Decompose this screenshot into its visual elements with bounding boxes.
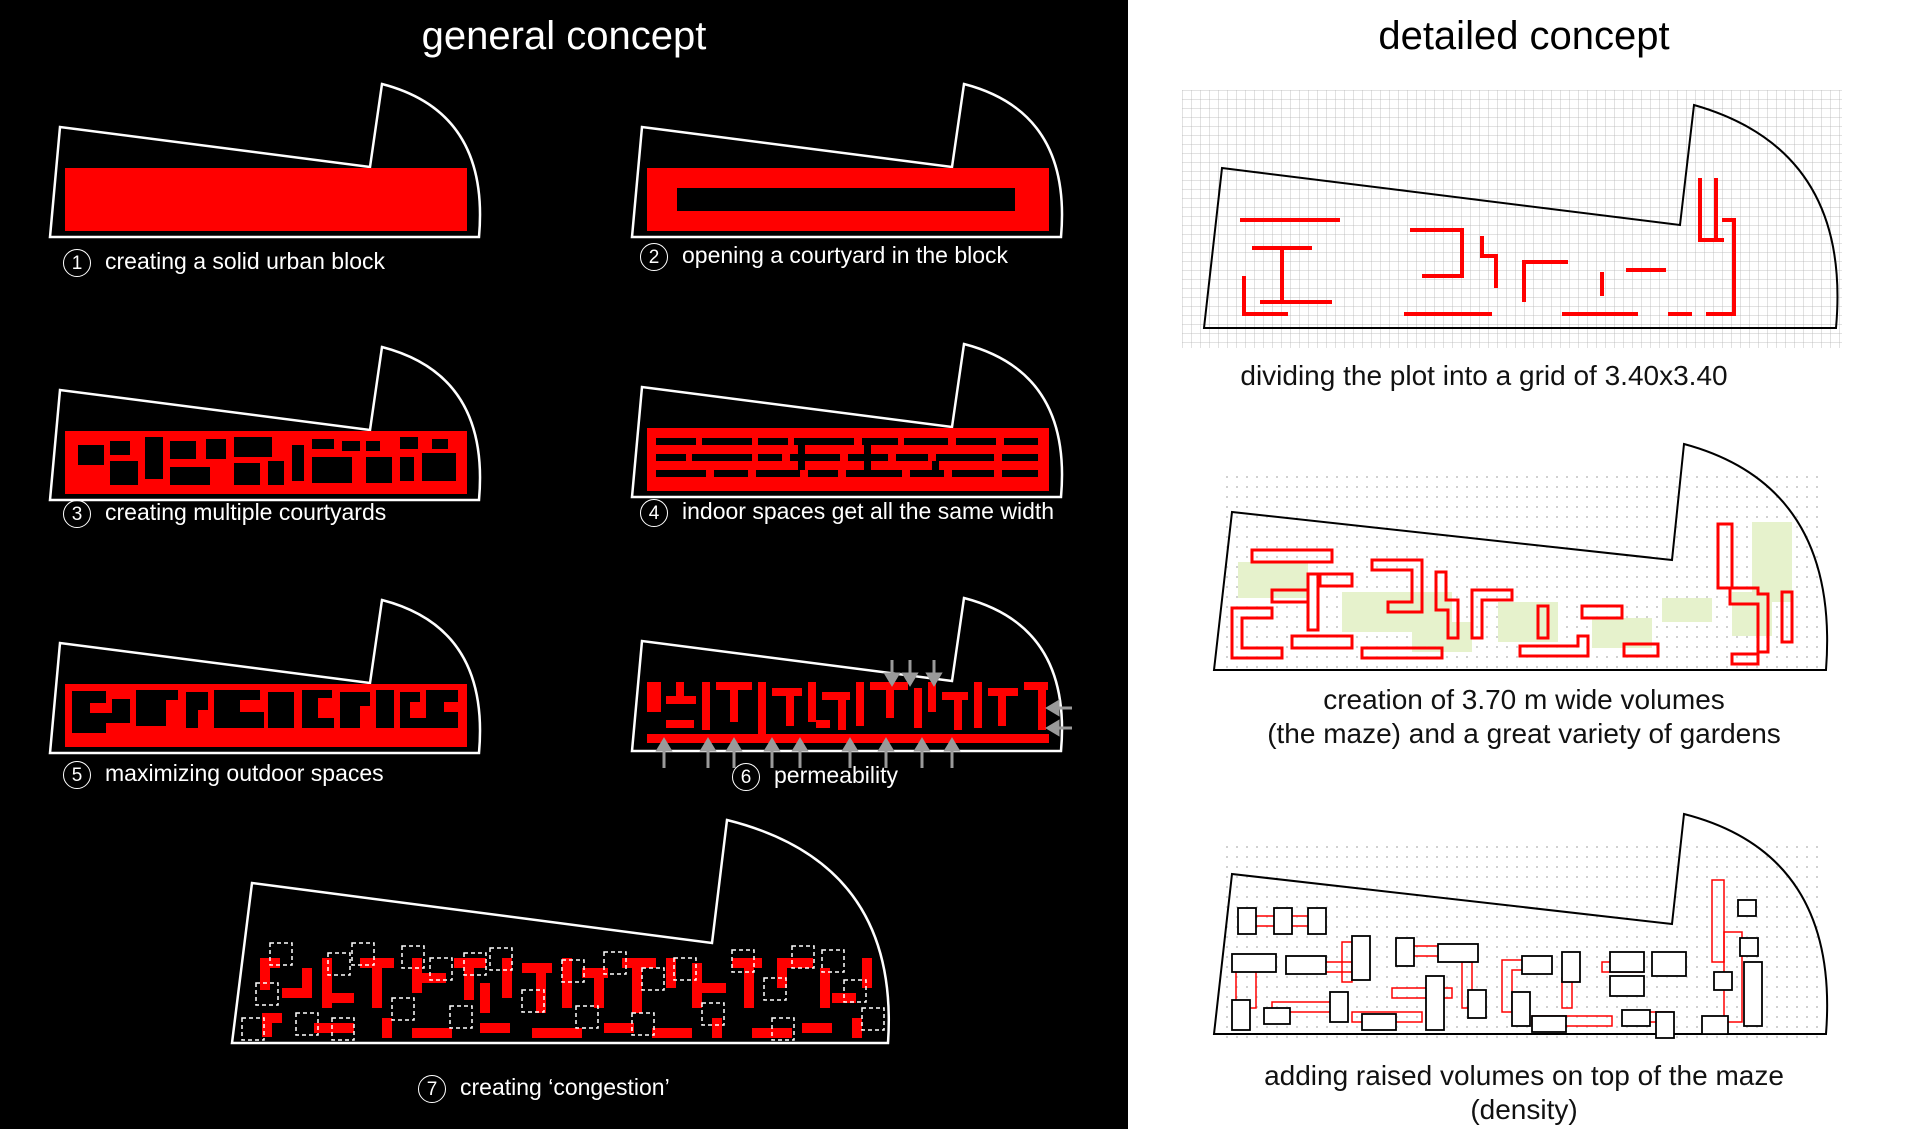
grid-diagram: [1182, 90, 1842, 348]
volumes-caption-line2: (the maze) and a great variety of garden…: [1267, 718, 1781, 749]
diagram-maximize-outdoor: [48, 598, 482, 755]
diagram-same-width: [630, 342, 1064, 499]
grid-caption: dividing the plot into a grid of 3.40x3.…: [1240, 360, 1728, 391]
diagram-courtyard: [630, 82, 1064, 239]
diagram-solid-block: [48, 82, 482, 239]
diagram-permeability: [630, 596, 1072, 768]
raised-volumes-diagram: [1212, 812, 1829, 1039]
raised-caption-line2: (density): [1470, 1094, 1578, 1125]
diagram-congestion: [230, 818, 891, 1045]
detailed-concept-panel: detailed concept dividing the plot into …: [1128, 0, 1920, 1129]
diagram-multiple-courtyards: [48, 345, 482, 502]
detailed-concept-heading: detailed concept: [1378, 14, 1670, 58]
volumes-diagram: [1212, 442, 1829, 672]
volumes-caption-line1: creation of 3.70 m wide volumes: [1323, 684, 1725, 715]
raised-caption-line1: adding raised volumes on top of the maze: [1264, 1060, 1784, 1091]
general-concept-heading: general concept: [421, 14, 707, 58]
